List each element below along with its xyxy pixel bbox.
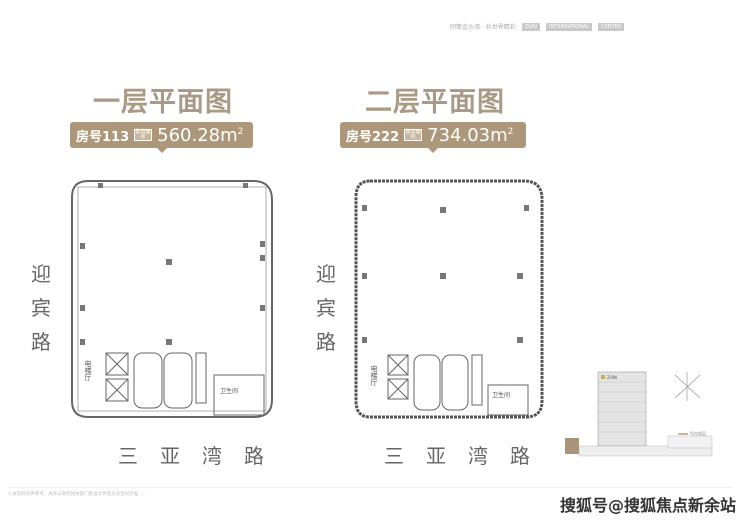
floor2-badge: 房号222 建筑面积 734.03m2 [340,122,526,153]
area-unit-sup: 2 [237,126,244,137]
room-number: 房号222 [346,129,400,145]
road-char: 路 [31,330,51,354]
brand-slogan: 同策金沙湾 · 共世界精彩 [450,24,516,31]
restroom-label: 卫生间 [220,387,238,395]
road-char: 迎 [31,262,51,286]
compass-icon [674,372,701,401]
area-unit-sup: 2 [507,126,514,137]
floor2-title: 二层平面图 [365,87,505,118]
road-char: 路 [316,330,336,354]
restroom-label: 卫生间 [492,391,510,399]
elevator-hall-label: 电梯厅 [84,359,92,381]
area-number: 734.03m [427,124,508,146]
floor1-badge: 房号113 建筑面积 560.28m2 [70,122,253,153]
room-number: 房号113 [76,129,130,145]
building-elevation: ZUIN 所在楼层 [565,371,713,457]
tag-zuin: ZUIN [521,22,541,31]
road-char: 迎 [316,262,336,286]
road-char: 宾 [31,296,51,320]
road-south-1: 三亚湾路 [118,444,286,468]
road-char: 宾 [316,296,336,320]
disclaimer: 1.本资料仅供参考，具体以政府相关部门批准文件及买卖合同为准…… [8,487,732,497]
road-south-2: 三亚湾路 [384,444,552,468]
floor1-plan: 电梯厅 卫生间 [71,180,273,418]
elevator-hall-label: 电梯厅 [370,364,378,386]
area-icon: 建筑面积 [134,129,153,141]
tag-center: CENTER [598,22,625,31]
area-number: 560.28m [157,124,238,146]
site-logo: ZUIN [607,375,617,380]
watermark: 搜狐号@搜狐焦点新余站 [560,496,737,515]
legend-label: 所在楼层 [690,430,706,436]
floor1-title: 一层平面图 [93,87,233,118]
area-value: 734.03m2 [427,125,513,146]
floor2-plan: 电梯厅 卫生间 [354,179,544,419]
road-west-2: 迎宾路 [316,262,336,354]
area-icon: 建筑面积 [404,129,423,141]
header-brand: 同策金沙湾 · 共世界精彩 ZUIN INTERNATIONAL CENTER [450,22,625,31]
area-value: 560.28m2 [157,125,243,146]
tag-international: INTERNATIONAL [546,22,593,31]
road-west-1: 迎宾路 [31,262,51,354]
